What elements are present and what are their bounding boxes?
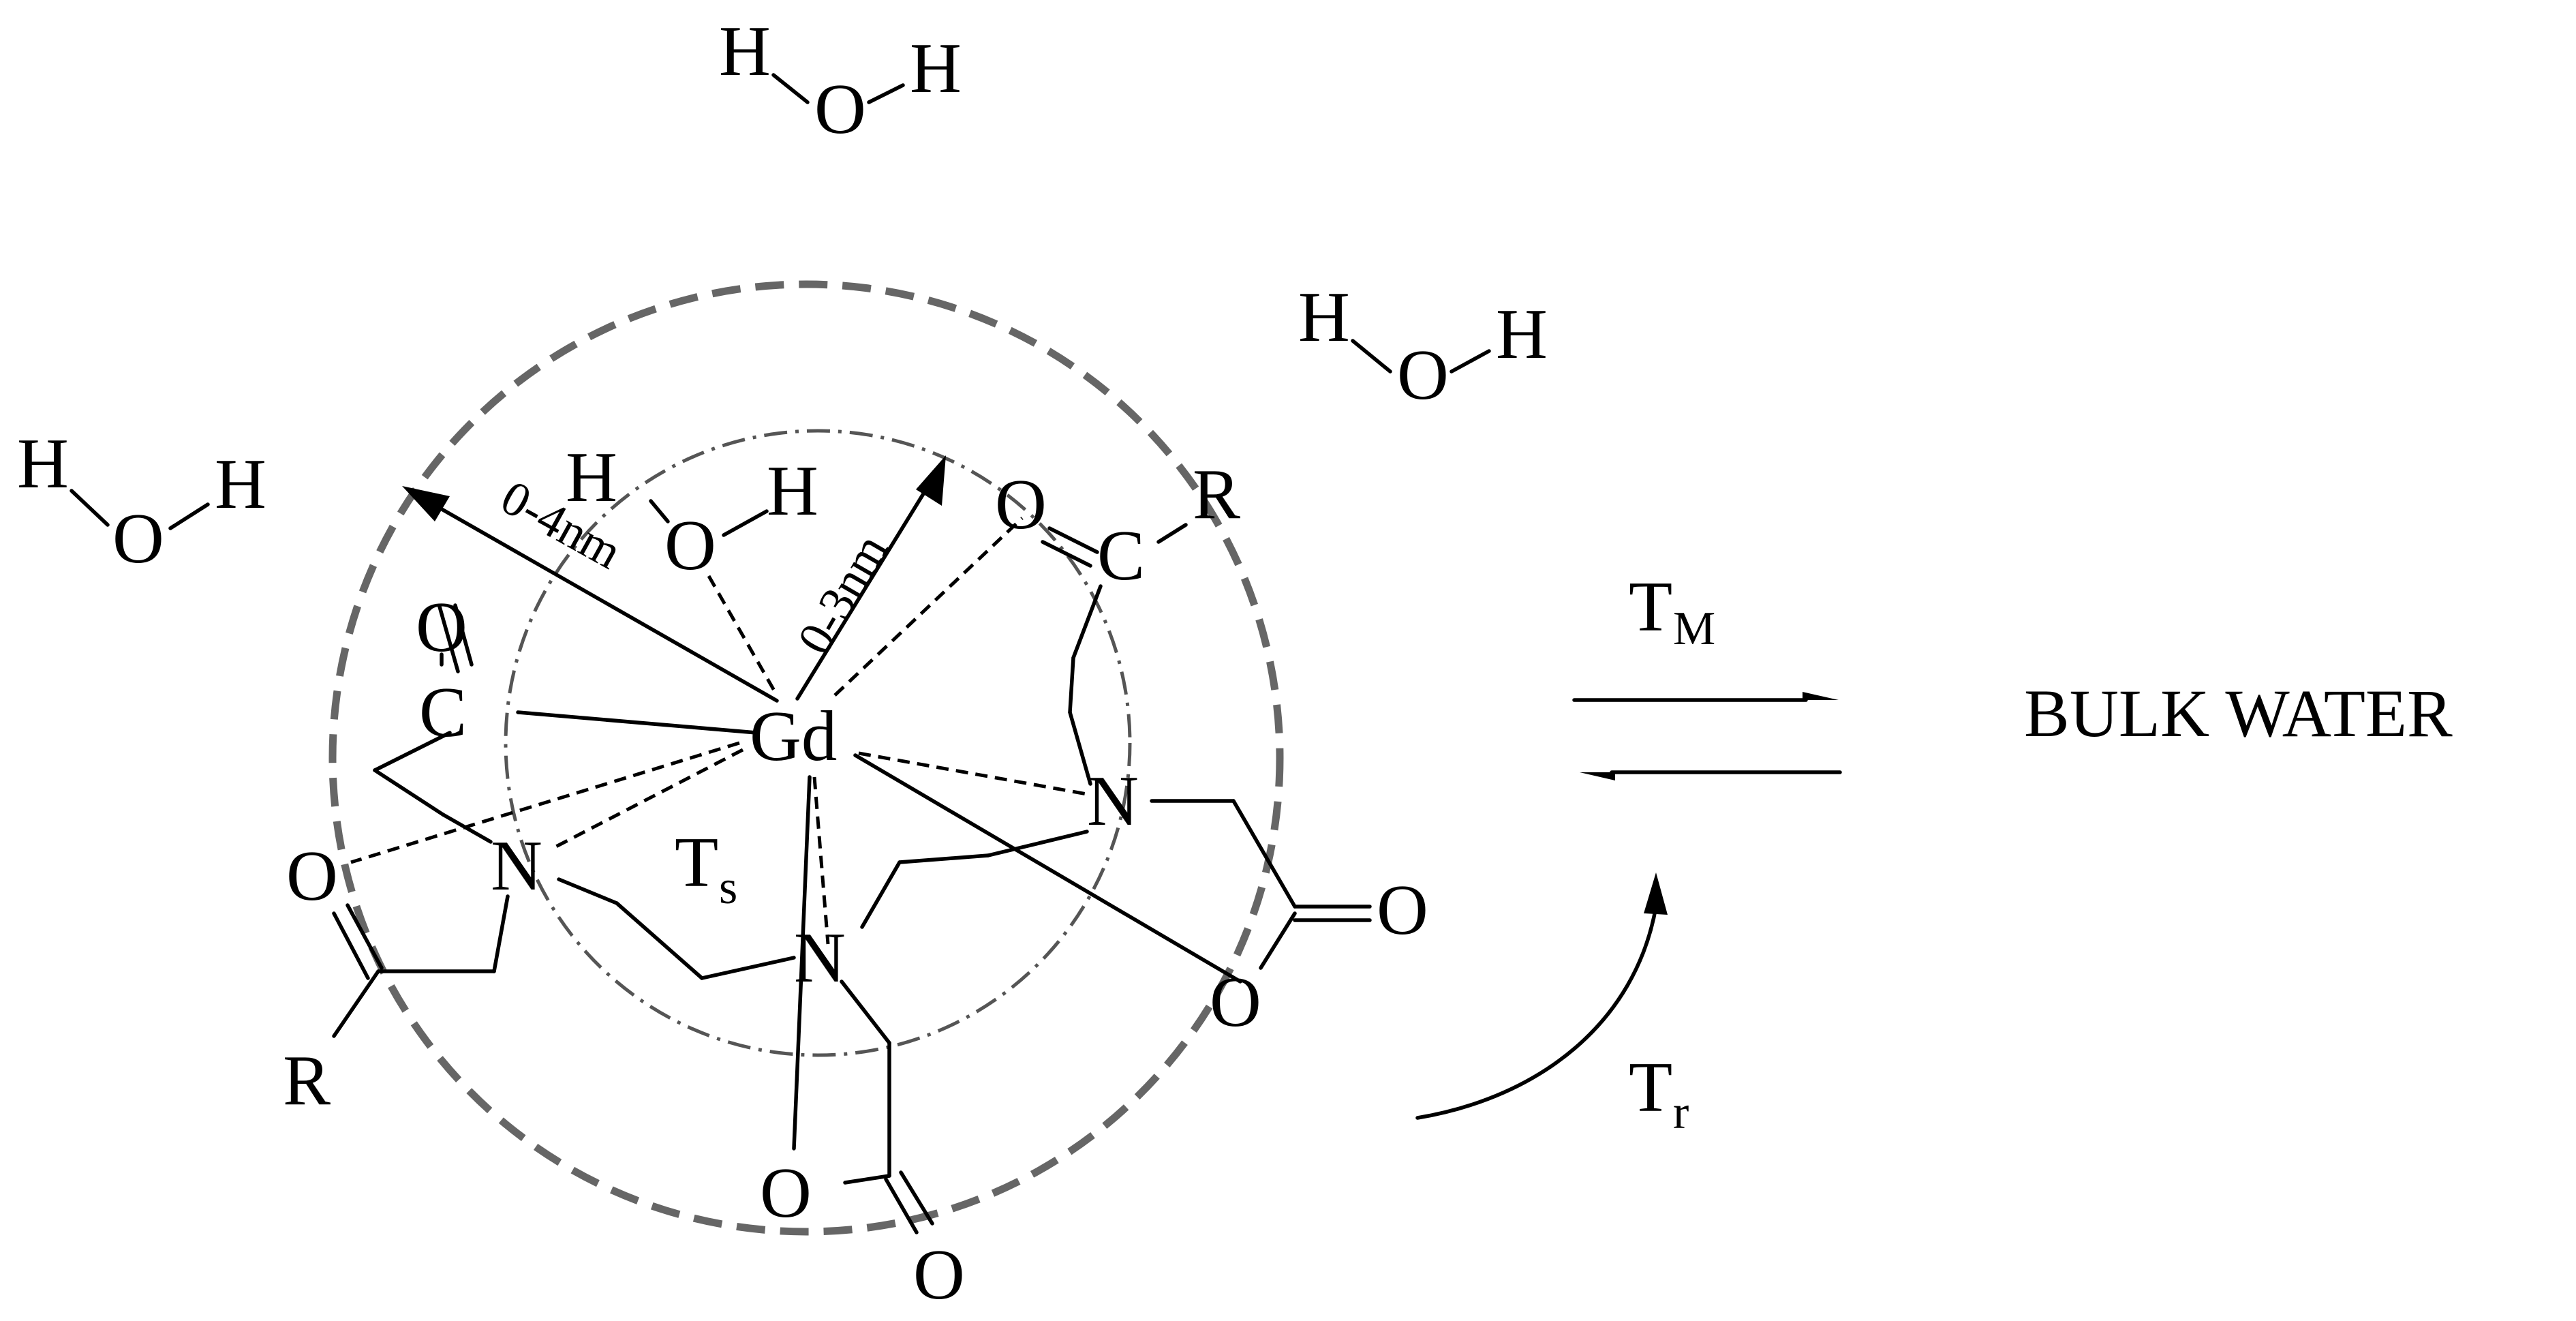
- inner-radius-arrowhead: [916, 455, 946, 506]
- bound-water-h2: H: [767, 451, 818, 530]
- dashed-coordination-bonds: [350, 517, 1088, 945]
- oxygen-right-top: O: [995, 464, 1047, 544]
- inner-sphere-circle: [504, 429, 1132, 1057]
- oxygen-bottom: O: [760, 1153, 812, 1232]
- bulk-water-label: BULK WATER: [2024, 675, 2453, 751]
- svg-text:T: T: [675, 822, 718, 902]
- svg-text:r: r: [1673, 1087, 1689, 1139]
- oxygen-right-carbonyl: O: [1377, 870, 1428, 950]
- svg-text:T: T: [1629, 1047, 1672, 1127]
- inner-radius-label: 0-3nm: [787, 525, 898, 663]
- outer-sphere-circle: [328, 280, 1284, 1236]
- free-water-left-h2: H: [215, 444, 266, 523]
- rotation-arrowhead: [1644, 872, 1668, 915]
- outer-radius-arrowhead: [402, 486, 450, 521]
- inner-radius-arrow: [795, 475, 936, 701]
- free-water-right: H O H: [1298, 277, 1548, 414]
- tr-label: T r: [1629, 1047, 1689, 1139]
- oxygen-left-top: O: [416, 587, 467, 667]
- carbon-left: C: [419, 672, 467, 752]
- free-water-top: H O H: [719, 11, 962, 149]
- free-water-right-h1: H: [1298, 277, 1350, 356]
- substituent-left: R: [283, 1040, 331, 1120]
- free-water-right-h2: H: [1496, 294, 1548, 374]
- oxygen-left: O: [286, 836, 338, 915]
- oxygen-bottom-carbonyl: O: [913, 1234, 965, 1314]
- nitrogen-left: N: [491, 825, 542, 905]
- svg-text:T: T: [1629, 566, 1672, 646]
- ts-label: T s: [675, 822, 737, 914]
- outer-radius-arrow: [417, 494, 779, 703]
- nitrogen-right: N: [1087, 761, 1139, 840]
- tm-label: T M: [1629, 566, 1715, 655]
- free-water-left-o: O: [112, 498, 164, 578]
- bound-water-h1: H: [566, 437, 617, 517]
- carbon-right: C: [1097, 515, 1145, 595]
- gd-atom: Gd: [750, 696, 837, 776]
- free-water-left: H O H: [17, 423, 266, 578]
- free-water-left-h1: H: [17, 423, 69, 503]
- free-water-top-h1: H: [719, 11, 771, 91]
- oxygen-right: O: [1210, 962, 1261, 1042]
- free-water-top-o: O: [814, 69, 866, 149]
- substituent-right: R: [1193, 454, 1240, 534]
- rotation-arrow: [1415, 905, 1658, 1120]
- bound-water: H O H: [566, 437, 818, 585]
- exchange-arrows: [1572, 692, 1842, 780]
- free-water-top-h2: H: [910, 28, 962, 108]
- svg-text:M: M: [1673, 603, 1715, 655]
- bound-water-o: O: [664, 505, 716, 585]
- solid-bonds: [332, 499, 1372, 1234]
- svg-text:s: s: [719, 862, 737, 914]
- complex-atoms: Gd C O O N R N O O N O O C O R: [283, 454, 1428, 1314]
- free-water-right-o: O: [1397, 335, 1449, 414]
- nitrogen-center: N: [794, 917, 846, 997]
